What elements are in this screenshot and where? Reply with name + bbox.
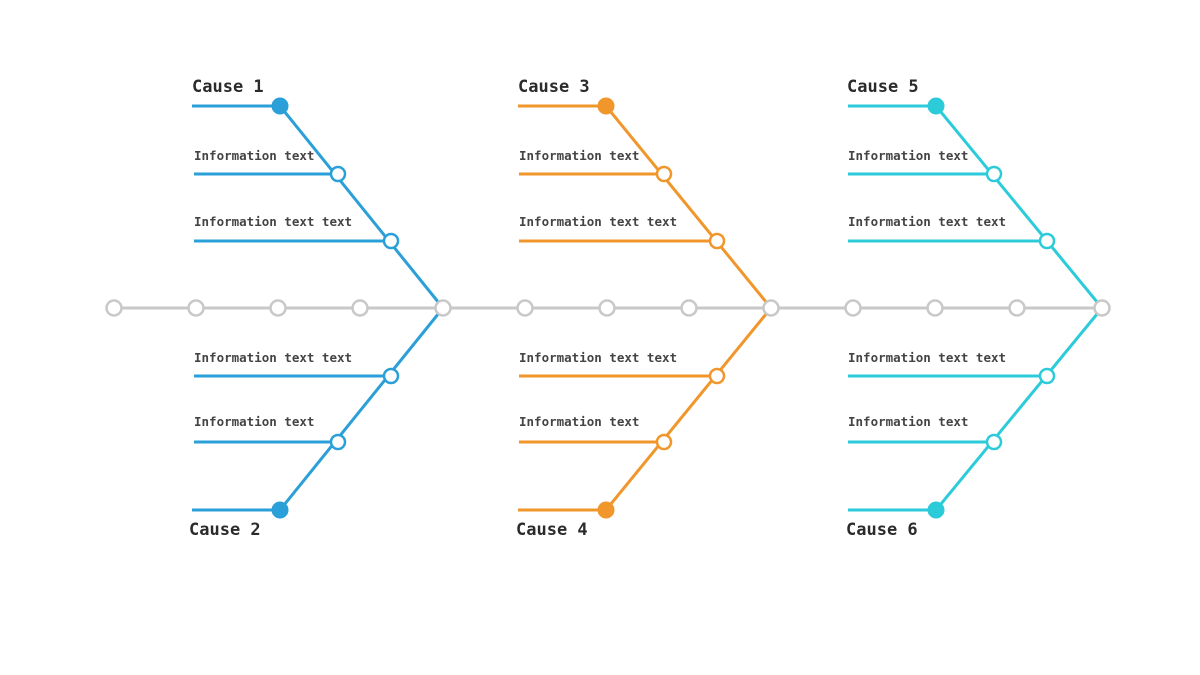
info-text-3b: Information text text — [519, 214, 677, 229]
cause-6-label: Cause 6 — [846, 520, 918, 540]
info-node-5a — [985, 165, 1003, 183]
cause-5-label: Cause 5 — [847, 77, 919, 97]
cause-2-node — [271, 501, 289, 519]
spine-node — [105, 299, 123, 317]
upper-bone-1 — [192, 104, 445, 309]
info-text-1b: Information text text — [194, 214, 352, 229]
spine-node — [351, 299, 369, 317]
info-node-4a — [708, 367, 726, 385]
spine-node — [187, 299, 205, 317]
cause-3-node — [597, 97, 615, 115]
info-node-4b — [655, 433, 673, 451]
spine-junction-node-3 — [1093, 299, 1111, 317]
info-text-4a: Information text text — [519, 350, 677, 365]
lower-bone-1 — [192, 307, 445, 512]
cause-4-node — [597, 501, 615, 519]
cause-1-label: Cause 1 — [192, 77, 264, 97]
lower-bone-3 — [848, 307, 1104, 512]
cause-group-1: Cause 1 Information text Information tex… — [189, 77, 445, 540]
info-node-6b — [985, 433, 1003, 451]
cause-2-label: Cause 2 — [189, 520, 261, 540]
info-node-6a — [1038, 367, 1056, 385]
cause-5-node — [927, 97, 945, 115]
spine-node — [680, 299, 698, 317]
info-text-2b: Information text — [194, 414, 314, 429]
cause-6-node — [927, 501, 945, 519]
cause-3-label: Cause 3 — [518, 77, 590, 97]
info-node-2a — [382, 367, 400, 385]
upper-bone-3 — [848, 104, 1104, 309]
spine-node — [269, 299, 287, 317]
info-text-4b: Information text — [519, 414, 639, 429]
cause-4-label: Cause 4 — [516, 520, 588, 540]
info-node-3b — [708, 232, 726, 250]
info-node-1a — [329, 165, 347, 183]
spine-node — [1008, 299, 1026, 317]
info-text-3a: Information text — [519, 148, 639, 163]
spine-node — [598, 299, 616, 317]
spine-node — [516, 299, 534, 317]
cause-1-node — [271, 97, 289, 115]
info-text-6b: Information text — [848, 414, 968, 429]
info-node-3a — [655, 165, 673, 183]
info-text-6a: Information text text — [848, 350, 1006, 365]
lower-bone-2 — [518, 307, 773, 512]
spine-junction-node-1 — [434, 299, 452, 317]
spine-nodes — [105, 299, 1111, 317]
info-text-5b: Information text text — [848, 214, 1006, 229]
info-text-5a: Information text — [848, 148, 968, 163]
spine-junction-node-2 — [762, 299, 780, 317]
info-text-2a: Information text text — [194, 350, 352, 365]
spine-node — [926, 299, 944, 317]
cause-group-3: Cause 5 Information text Information tex… — [846, 77, 1104, 540]
info-node-1b — [382, 232, 400, 250]
cause-group-2: Cause 3 Information text Information tex… — [516, 77, 773, 540]
spine-node — [844, 299, 862, 317]
info-node-2b — [329, 433, 347, 451]
upper-bone-2 — [518, 104, 773, 309]
info-node-5b — [1038, 232, 1056, 250]
info-text-1a: Information text — [194, 148, 314, 163]
